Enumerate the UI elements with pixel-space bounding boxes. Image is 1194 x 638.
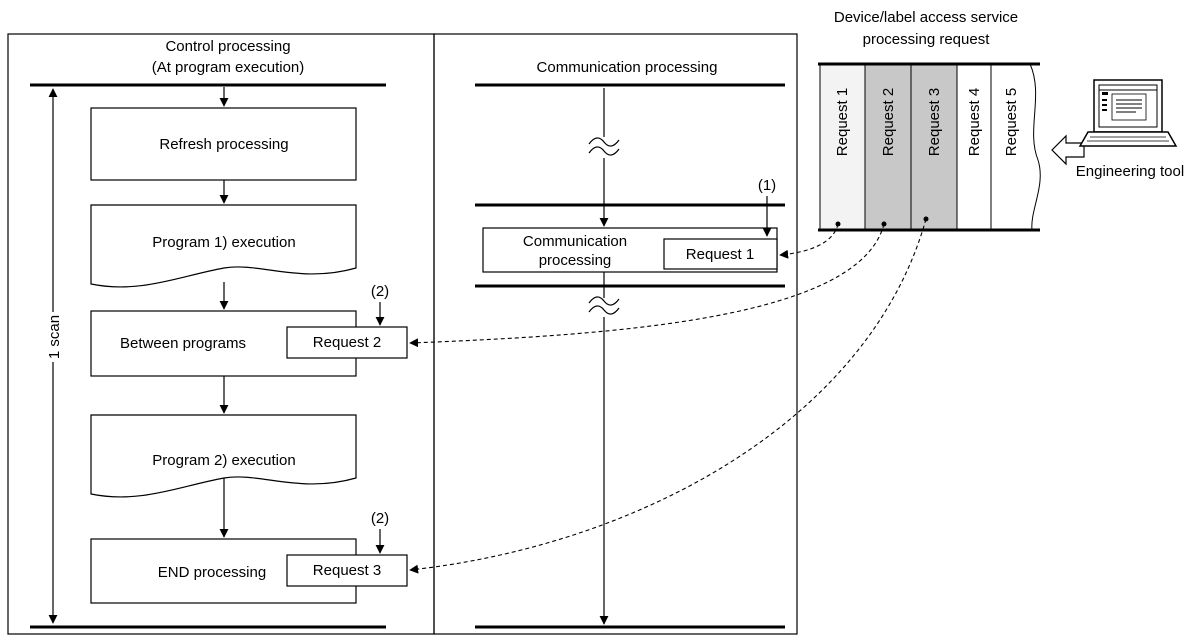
laptop-icon xyxy=(1078,79,1178,147)
communication-box-line1: Communication xyxy=(523,233,627,250)
communication-title: Communication processing xyxy=(537,59,718,76)
queue-title-line2: processing request xyxy=(863,31,991,48)
queue-request-1: Request 1 xyxy=(834,88,851,156)
request3-slot-box xyxy=(286,554,408,587)
queue-cell-5-open-end xyxy=(990,63,1041,231)
request1-slot-box xyxy=(663,238,778,270)
queue-title-line1: Device/label access service xyxy=(834,9,1018,26)
control-title-line2: (At program execution) xyxy=(152,59,305,76)
queue-request-4: Request 4 xyxy=(966,88,983,156)
hollow-arrow-icon xyxy=(1051,134,1085,166)
request2-slot-label: Request 2 xyxy=(313,334,381,351)
between-programs-label: Between programs xyxy=(120,335,246,352)
time-break-upper-icon xyxy=(588,137,620,156)
request2-slot-box xyxy=(286,326,408,359)
communication-panel-frame xyxy=(433,33,798,635)
scan-label-backdrop xyxy=(44,312,62,362)
queue-request-3: Request 3 xyxy=(926,88,943,156)
refresh-processing-box xyxy=(90,107,357,181)
scan-label: 1 scan xyxy=(46,315,63,359)
communication-box-line2: processing xyxy=(539,252,612,269)
time-break-lower-icon xyxy=(588,296,620,315)
end-processing-label: END processing xyxy=(158,564,266,581)
queue-cell-2 xyxy=(864,63,912,231)
request3-slot-label: Request 3 xyxy=(313,562,381,579)
program1-execution-label: Program 1) execution xyxy=(152,234,295,251)
marker-1: (1) xyxy=(758,177,776,194)
queue-request-5: Request 5 xyxy=(1003,88,1020,156)
engineering-tool-label: Engineering tool xyxy=(1076,163,1184,180)
request2-route xyxy=(409,223,885,348)
program2-execution-label: Program 2) execution xyxy=(152,452,295,469)
marker-2-between: (2) xyxy=(371,283,389,300)
request1-route xyxy=(779,223,839,259)
marker-2-end: (2) xyxy=(371,510,389,527)
program2-execution-shape xyxy=(90,414,357,498)
refresh-processing-label: Refresh processing xyxy=(159,136,288,153)
control-title-line1: Control processing xyxy=(165,38,290,55)
queue-cell-1 xyxy=(819,63,866,231)
queue-request-2: Request 2 xyxy=(880,88,897,156)
request3-route xyxy=(409,218,927,574)
program1-execution-shape xyxy=(90,204,357,288)
request1-slot-label: Request 1 xyxy=(686,246,754,263)
